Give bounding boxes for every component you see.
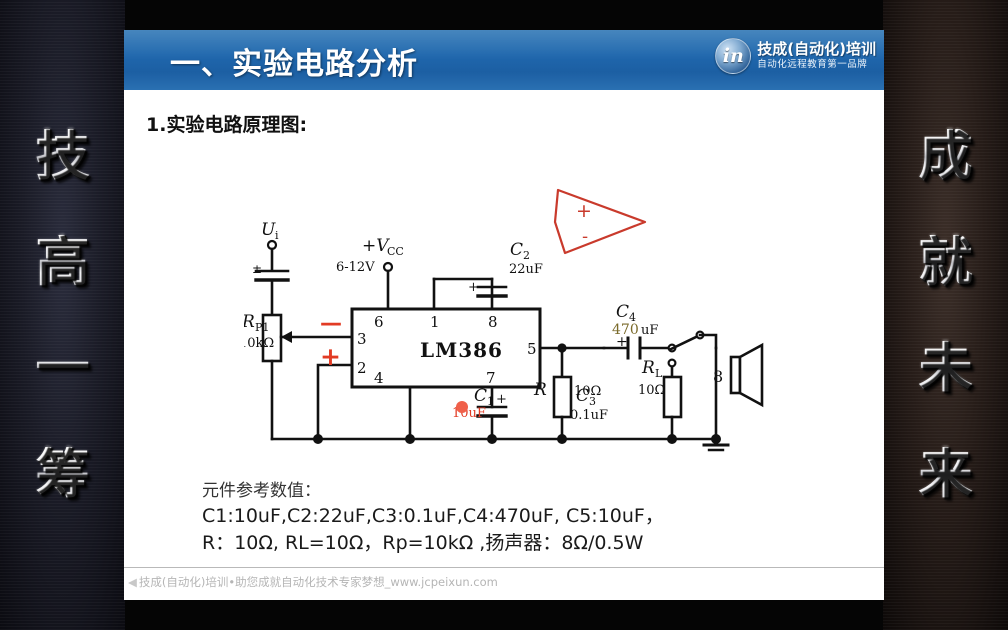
opamp-minus-sign: -	[582, 227, 588, 247]
left-slogan-char-4: 筹	[35, 442, 90, 505]
label-c3-value: 0.1uF	[570, 408, 608, 423]
pin-8: 8	[488, 313, 498, 331]
label-c4-polarity: +	[616, 334, 628, 350]
label-rp1-sub: P1	[255, 321, 269, 334]
pin-5: 5	[527, 340, 537, 358]
right-slogan-panel: 成 就 未 来	[883, 0, 1008, 630]
pin-1: 1	[430, 313, 440, 331]
label-vcc: +V	[362, 236, 390, 256]
component-values-block: 元件参考数值： C1:10uF,C2:22uF,C3:0.1uF,C4:470u…	[202, 480, 664, 556]
brand-slogan: 自动化远程教育第一品牌	[757, 58, 868, 70]
circuit-schematic: U i ± R P1 10kΩ +V CC 6-12V C	[244, 217, 774, 452]
footer-arrow-icon: ◀	[128, 575, 137, 589]
pin-2: 2	[357, 359, 367, 377]
label-c4-value: 470	[612, 322, 639, 338]
label-r: R	[533, 380, 547, 400]
brand-emblem-icon: in	[715, 38, 752, 74]
label-rl: R	[641, 358, 655, 378]
right-slogan-char-4: 来	[918, 442, 973, 505]
brand-logo: in 技成(自动化)培训 自动化远程教育第一品牌	[715, 38, 876, 74]
label-rl-value: 10Ω	[638, 383, 665, 398]
component-values-line-1: C1:10uF,C2:22uF,C3:0.1uF,C4:470uF, C5:10…	[202, 505, 664, 528]
left-slogan-char-3: 一	[35, 336, 90, 399]
footer-divider	[124, 567, 884, 568]
pin-3: 3	[357, 330, 367, 348]
label-c4-unit: uF	[641, 323, 658, 338]
label-c2-sub: 2	[523, 249, 530, 262]
slide-header: 一、实验电路分析 in 技成(自动化)培训 自动化远程教育第一品牌	[124, 30, 884, 92]
chip-name: LM386	[420, 338, 503, 362]
label-rp1-value: 10kΩ	[244, 336, 274, 351]
page-title: 一、实验电路分析	[170, 47, 418, 82]
opamp-plus-sign: +	[576, 200, 592, 222]
pin-4: 4	[374, 369, 384, 387]
pin-7: 7	[486, 369, 496, 387]
label-c5-polarity: ±	[252, 262, 262, 276]
left-slogan-char-1: 技	[35, 124, 90, 187]
label-c3: C	[576, 386, 589, 406]
label-vcc-range: 6-12V	[336, 260, 375, 275]
circuit-schematic-svg: U i ± R P1 10kΩ +V CC 6-12V C	[244, 220, 764, 452]
component-values-caption: 元件参考数值：	[202, 481, 321, 501]
label-c2: C	[510, 240, 523, 260]
right-slogan-char-3: 未	[918, 336, 973, 399]
section-heading: 1.实验电路原理图:	[146, 114, 308, 136]
right-slogan-char-2: 就	[918, 230, 973, 293]
slide-body: 1.实验电路原理图:	[124, 92, 884, 600]
label-c2-polarity: +	[468, 280, 479, 295]
left-slogan-char-2: 高	[35, 230, 90, 293]
brand-emblem-text: in	[722, 45, 744, 67]
slide: 一、实验电路分析 in 技成(自动化)培训 自动化远程教育第一品牌 1.实验电路…	[124, 30, 884, 600]
footer-label: 技成(自动化)培训•助您成就自动化技术专家梦想_www.jcpeixun.com	[138, 575, 498, 589]
label-c2-value: 22uF	[509, 262, 543, 277]
red-annotations: — +	[320, 311, 468, 413]
label-c1-polarity: +	[496, 392, 507, 407]
brand-text-group: 技成(自动化)培训 自动化远程教育第一品牌	[757, 40, 876, 70]
label-input-sub: i	[275, 229, 279, 242]
label-c1-sub: 1	[487, 395, 494, 408]
opamp-annotation-icon: + -	[553, 188, 647, 255]
left-slogan-panel: 技 高 一 筹	[0, 0, 125, 630]
label-speaker-impedance: 8	[713, 367, 723, 386]
annotation-minus: —	[320, 311, 342, 336]
junction-dots	[313, 343, 721, 444]
label-input: U	[261, 220, 276, 240]
label-r-value: 10Ω	[574, 384, 601, 399]
annotation-plus: +	[320, 342, 341, 371]
footer: ◀技成(自动化)培训•助您成就自动化技术专家梦想_www.jcpeixun.co…	[128, 574, 498, 590]
label-rl-sub: L	[655, 367, 663, 380]
brand-name: 技成(自动化)培训	[757, 40, 876, 59]
pin-6: 6	[374, 313, 384, 331]
label-c1: C	[474, 386, 487, 406]
label-c4: C	[616, 302, 629, 322]
right-slogan-char-1: 成	[918, 124, 973, 187]
label-rp1: R	[244, 312, 255, 332]
label-vcc-sub: CC	[387, 245, 404, 258]
circuit-text-labels: U i ± R P1 10kΩ +V CC 6-12V C	[244, 220, 723, 423]
annotation-red-blob	[456, 401, 468, 413]
label-c4-sub: 4	[629, 311, 636, 324]
label-c3-sub: 3	[589, 395, 596, 408]
component-values-line-2: R：10Ω, RL=10Ω，Rp=10kΩ ,扬声器：8Ω/0.5W	[202, 531, 644, 554]
